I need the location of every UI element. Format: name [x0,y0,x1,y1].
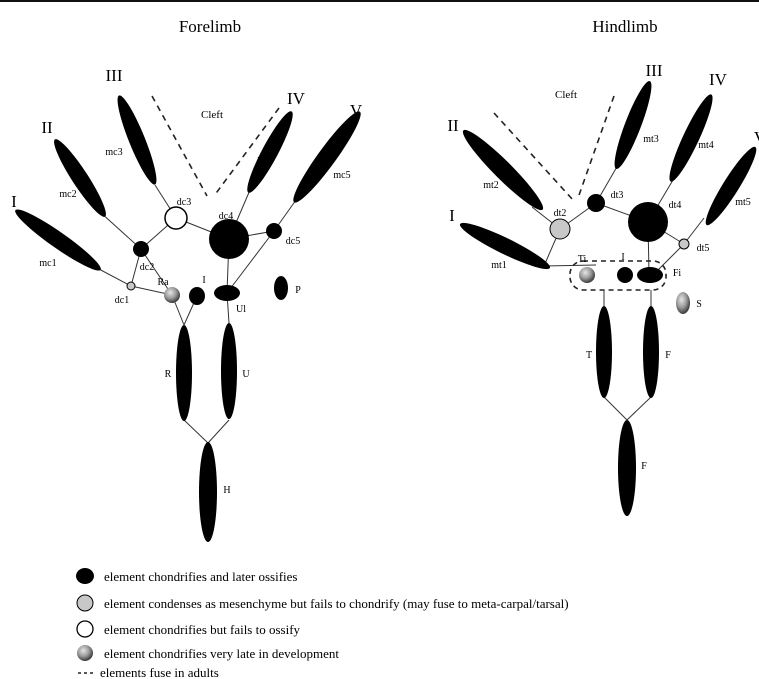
forelimb-mc4-label: mc4 [257,154,274,165]
forelimb-digit-I: I [11,192,17,211]
forelimb-dc3-label: dc3 [177,197,191,208]
hindlimb-I-label: I [621,252,624,263]
forelimb-R-label: R [165,369,172,380]
hindlimb-Fi [637,267,663,283]
forelimb-digit-III: III [106,66,123,85]
hindlimb-dt5-label: dt5 [697,243,710,254]
forelimb-dc1 [127,282,135,290]
legend-solid-black-swatch [76,568,94,584]
forelimb-mc2 [48,135,112,221]
hindlimb-dt3 [587,194,605,212]
hindlimb-dt5 [679,239,689,249]
forelimb-dc1-label: dc1 [115,295,129,306]
forelimb-P-label: P [295,285,301,296]
hindlimb-mt1-label: mt1 [491,260,507,271]
hindlimb-dt2-label: dt2 [554,208,567,219]
forelimb-Ul [214,285,240,301]
legend-item-3: element chondrifies but fails to ossify [104,622,301,637]
hindlimb-mt5 [700,143,759,229]
legend-open-white-swatch [77,621,93,637]
legend-item-5: elements fuse in adults [100,665,219,679]
hindlimb-digit-V: V [754,128,759,147]
hindlimb-digit-IV: IV [709,70,728,89]
forelimb-mc5 [287,106,367,207]
forelimb-I-label: I [202,275,205,286]
forelimb-dc4 [209,219,249,259]
hindlimb-panel: Hindlimb Cleft I II [447,17,759,516]
legend-item-1: element chondrifies and later ossifies [104,569,298,584]
hindlimb-S-label: S [696,299,702,310]
forelimb-mc5-label: mc5 [333,170,350,181]
forelimb-radius [176,325,192,421]
forelimb-dc4-label: dc4 [219,211,233,222]
forelimb-dc5-label: dc5 [286,236,300,247]
forelimb-mc1-label: mc1 [39,258,56,269]
hindlimb-mt2-label: mt2 [483,180,499,191]
hindlimb-tibia [596,306,612,398]
hindlimb-mt4 [663,91,718,185]
legend-item-2: element condenses as mesenchyme but fail… [104,596,569,611]
hindlimb-digit-I: I [449,206,455,225]
hindlimb-mt3 [609,78,658,171]
hindlimb-dt3-label: dt3 [611,190,624,201]
hindlimb-mt2 [457,124,549,216]
hindlimb-mt4-label: mt4 [698,140,714,151]
hindlimb-dt4 [628,202,668,242]
hindlimb-Ti-label: Ti [578,254,587,265]
hindlimb-femur [618,420,636,516]
hindlimb-S [676,292,690,314]
hindlimb-digit-II: II [447,116,459,135]
hindlimb-fibula [643,306,659,398]
hindlimb-F-label: F [665,350,671,361]
forelimb-Ul-label: Ul [236,304,246,315]
legend-item-4: element chondrifies very late in develop… [104,646,339,661]
hindlimb-digit-III: III [646,61,663,80]
legend: element chondrifies and later ossifies e… [76,568,569,679]
hindlimb-I [617,267,633,283]
forelimb-U-label: U [242,369,250,380]
forelimb-digit-IV: IV [287,89,306,108]
legend-light-grey-swatch [77,595,93,611]
hindlimb-Ti [579,267,595,283]
forelimb-connectors [97,185,296,443]
forelimb-dc2 [133,241,149,257]
hindlimb-mt3-label: mt3 [643,134,659,145]
hindlimb-T-label: T [586,350,592,361]
forelimb-digit-II: II [41,118,53,137]
forelimb-H-label: H [223,485,230,496]
forelimb-Ra-label: Ra [157,277,169,288]
forelimb-mc2-label: mc2 [59,189,76,200]
forelimb-humerus [199,442,217,542]
hindlimb-F2-label: F [641,461,647,472]
forelimb-cleft-label: Cleft [201,109,223,121]
forelimb-panel: Forelimb Cleft [11,17,367,542]
forelimb-mc3 [112,92,163,187]
forelimb-ulna [221,323,237,419]
hindlimb-cleft-label: Cleft [555,89,577,101]
forelimb-Ra [164,287,180,303]
hindlimb-mt5-label: mt5 [735,197,751,208]
forelimb-mc1 [11,204,105,277]
forelimb-P [274,276,288,300]
hindlimb-title: Hindlimb [592,17,657,36]
forelimb-I [189,287,205,305]
forelimb-mc3-label: mc3 [105,147,122,158]
hindlimb-Fi-label: Fi [673,268,682,279]
legend-gradient-grey-swatch [77,645,93,661]
forelimb-dc3 [165,207,187,229]
forelimb-dc2-label: dc2 [140,262,154,273]
forelimb-title: Forelimb [179,17,241,36]
hindlimb-dt2 [550,219,570,239]
hindlimb-dt4-label: dt4 [669,200,682,211]
forelimb-dc5 [266,223,282,239]
